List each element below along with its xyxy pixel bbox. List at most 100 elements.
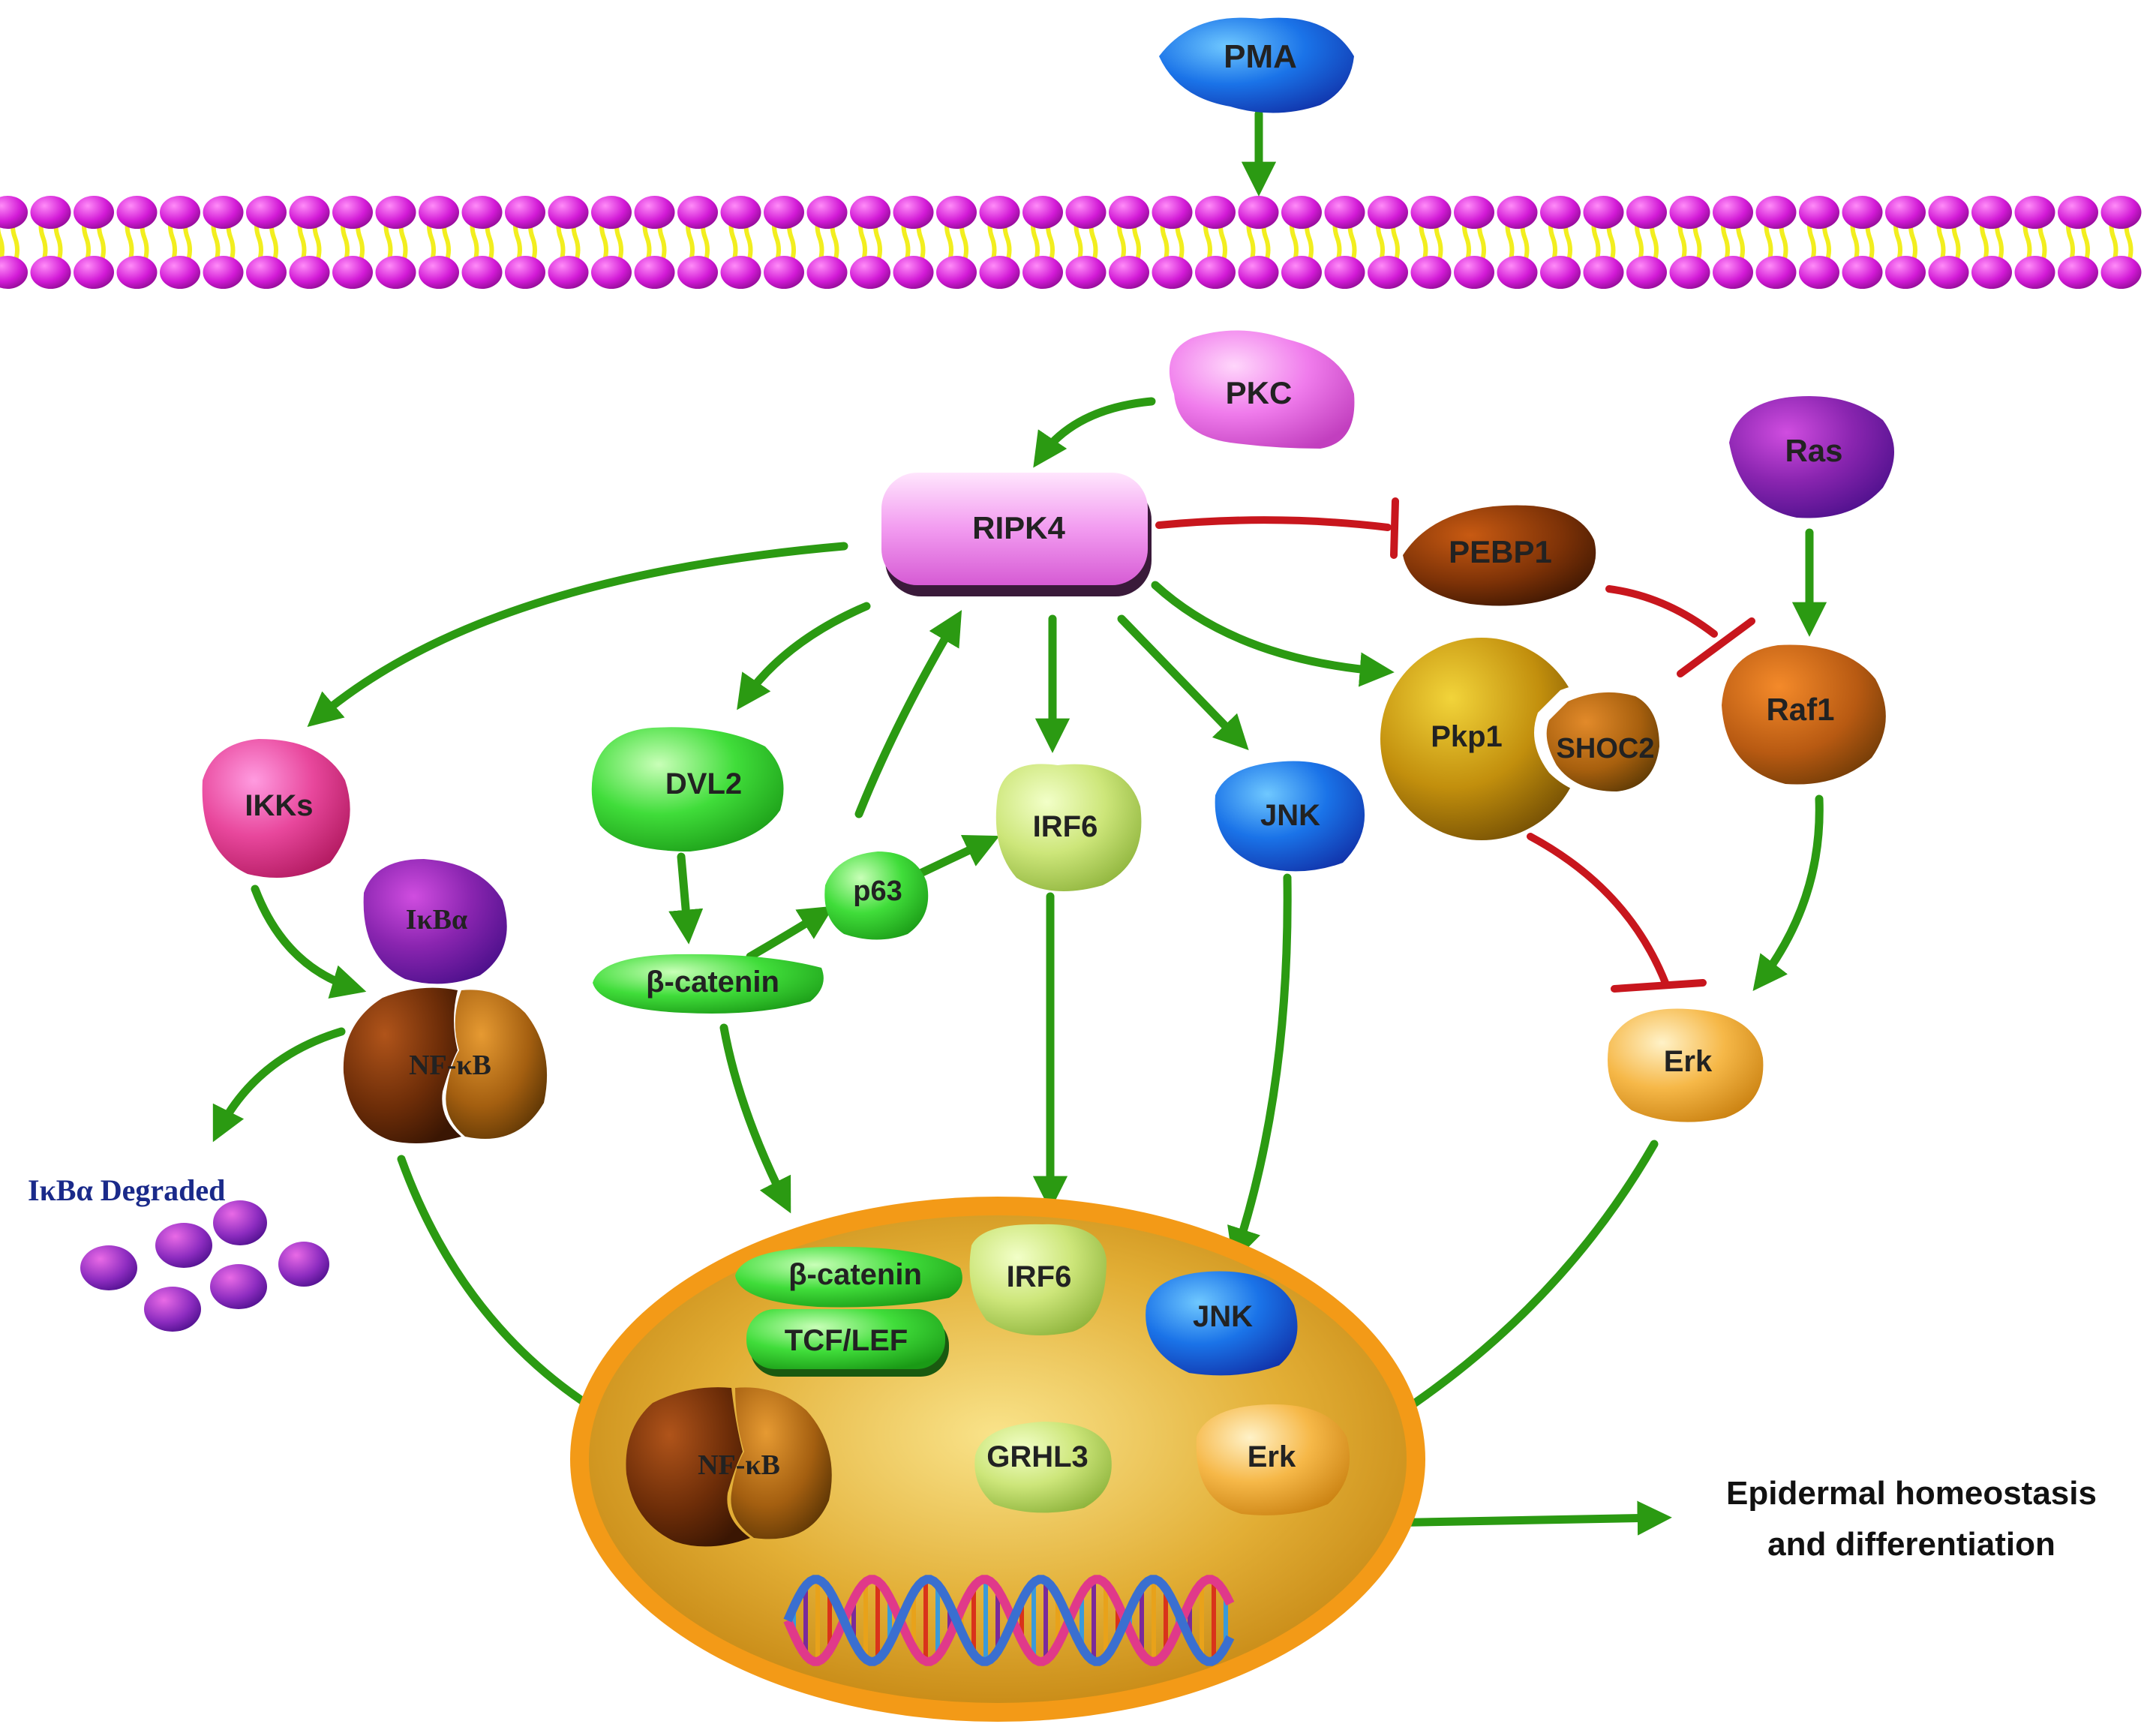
degraded-fragment xyxy=(278,1242,329,1287)
lipid-head xyxy=(1928,256,1969,289)
ikba-label: IκBα xyxy=(406,904,467,936)
beta-catenin-node: β-catenin xyxy=(593,954,824,1014)
lipid-head xyxy=(1022,196,1063,229)
arrow-nfkb-degraded xyxy=(212,1027,346,1143)
lipid-head xyxy=(289,256,330,289)
pebp1-label: PEBP1 xyxy=(1449,534,1552,569)
arrow-bcatenin-p63 xyxy=(746,906,834,961)
degraded-fragment xyxy=(213,1200,267,1245)
lipid-head xyxy=(1324,256,1365,289)
ripk4-node: RIPK4 xyxy=(881,473,1152,596)
irf6-cytoplasm-node: IRF6 xyxy=(995,764,1142,891)
erk-label: Erk xyxy=(1664,1045,1713,1078)
pebp1-node: PEBP1 xyxy=(1403,505,1596,606)
lipid-head xyxy=(246,196,287,229)
lipid-head xyxy=(1583,256,1624,289)
dna-strand xyxy=(783,1575,1235,1666)
nucleus-irf6-shape xyxy=(969,1224,1107,1335)
arrow-bcatenin-nucleus xyxy=(719,1023,791,1214)
arrow-erk-nucleus xyxy=(1360,1140,1659,1439)
irf6-label: IRF6 xyxy=(1033,810,1098,843)
nfkb-label: NF-κB xyxy=(409,1050,491,1081)
lipid-head xyxy=(634,196,675,229)
nfkb-right-half xyxy=(446,990,548,1139)
shoc2-label: SHOC2 xyxy=(1557,733,1655,764)
jnk-cytoplasm-node: JNK xyxy=(1215,761,1365,872)
lipid-head xyxy=(893,256,934,289)
arrow-p63-irf6 xyxy=(914,834,1000,879)
grhl3-label: GRHL3 xyxy=(986,1440,1089,1473)
lipid-head xyxy=(332,196,373,229)
lipid-head xyxy=(1324,196,1365,229)
lipid-head xyxy=(1713,256,1753,289)
nucleus: β-catenin TCF/LEF IRF6 JNK GRHL3 NF-κB E… xyxy=(570,1197,1425,1722)
lipid-head xyxy=(419,256,459,289)
lipid-head xyxy=(979,256,1020,289)
pkc-label: PKC xyxy=(1226,375,1293,410)
degraded-ikba-group: IκBα Degraded xyxy=(28,1173,329,1332)
tcf-lef-node: TCF/LEF xyxy=(746,1309,949,1377)
arrow-pkc-ripk4 xyxy=(1033,397,1156,468)
nucleus-nfkb-label: NF-κB xyxy=(698,1449,780,1481)
erk-cytoplasm-node: Erk xyxy=(1608,1008,1764,1122)
degraded-fragment xyxy=(210,1264,267,1309)
lipid-head xyxy=(1454,196,1494,229)
lipid-head xyxy=(203,256,244,289)
arrow-ripk4-dvl2 xyxy=(737,602,871,710)
arrow-nfkb-nucleus xyxy=(397,1155,625,1427)
raf1-node: Raf1 xyxy=(1722,644,1886,785)
inhibit-pebp1-raf1 xyxy=(1605,585,1718,638)
nucleus-jnk-node: JNK xyxy=(1146,1271,1298,1376)
lipid-head xyxy=(1928,196,1969,229)
grhl3-shape xyxy=(974,1422,1112,1513)
nucleus-beta-catenin-label: β-catenin xyxy=(788,1258,922,1291)
lipid-head xyxy=(1799,256,1839,289)
lipid-head xyxy=(1368,196,1408,229)
dvl2-node: DVL2 xyxy=(591,727,784,851)
lipid-head xyxy=(0,256,28,289)
arrow-raf1-erk xyxy=(1752,794,1824,991)
nucleus-irf6-label: IRF6 xyxy=(1007,1260,1072,1293)
lipid-head xyxy=(419,196,459,229)
outcome-label: Epidermal homeostasis and differentiatio… xyxy=(1726,1475,2097,1563)
lipid-head xyxy=(203,196,244,229)
lipid-head xyxy=(505,196,545,229)
p63-label: p63 xyxy=(853,876,902,907)
pma-shape xyxy=(1159,17,1354,113)
lipid-head xyxy=(2100,196,2142,229)
lipid-head xyxy=(1669,196,1710,229)
nucleus-jnk-shape xyxy=(1146,1271,1298,1376)
ikks-node: IKKs xyxy=(202,739,350,878)
lipid-head xyxy=(1281,196,1322,229)
lipid-head xyxy=(2100,256,2142,289)
inhibit-ripk4-pebp1-bar xyxy=(1390,497,1399,559)
beta-catenin-label: β-catenin xyxy=(646,966,779,999)
lipid-head xyxy=(1713,196,1753,229)
pkp1-shape xyxy=(1380,638,1583,840)
lipid-head xyxy=(1885,196,1926,229)
lipid-head xyxy=(1669,256,1710,289)
lipid-head xyxy=(1626,196,1667,229)
lipid-head xyxy=(764,256,804,289)
lipid-head xyxy=(1152,256,1193,289)
lipid-head xyxy=(548,256,589,289)
inhibit-pkp1-erk xyxy=(1527,833,1669,987)
arrow-jnk-nucleus xyxy=(1227,873,1292,1263)
nucleus-erk-node: Erk xyxy=(1196,1404,1350,1515)
nucleus-erk-label: Erk xyxy=(1248,1440,1296,1473)
arrow-dvl2-bcatenin xyxy=(668,852,704,945)
degraded-fragment xyxy=(144,1287,201,1332)
lipid-head xyxy=(1410,196,1452,229)
nucleus-jnk-label: JNK xyxy=(1193,1300,1253,1333)
ras-shape xyxy=(1729,396,1894,518)
lipid-head xyxy=(1065,256,1107,289)
lipid-head xyxy=(591,256,632,289)
raf1-shape xyxy=(1722,644,1886,785)
lipid-head xyxy=(979,196,1020,229)
dvl2-label: DVL2 xyxy=(665,767,742,800)
p63-shape xyxy=(824,851,929,940)
lipid-head xyxy=(2058,196,2098,229)
tcf-lef-shape xyxy=(746,1309,945,1369)
lipid-head xyxy=(74,256,114,289)
